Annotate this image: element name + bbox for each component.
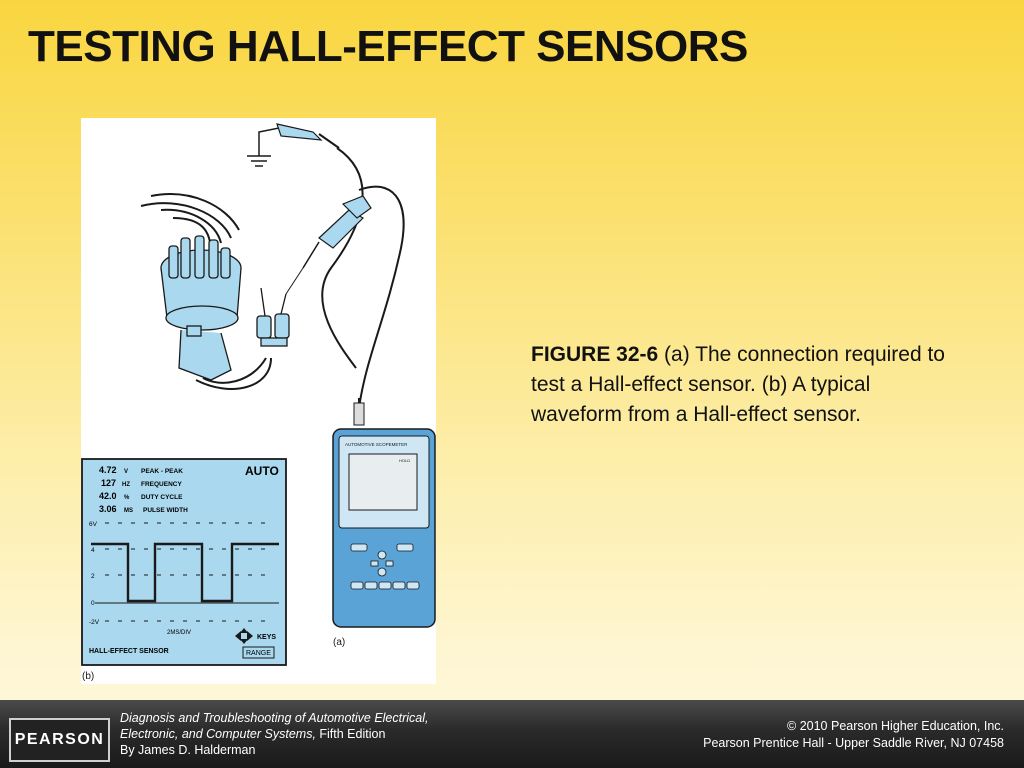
caption-text: (a) The connection required to test a Ha… <box>531 343 945 426</box>
part-b-label: (b) <box>82 671 94 682</box>
copyright-line1: © 2010 Pearson Higher Education, Inc. <box>787 719 1004 733</box>
sensor-name-label: HALL-EFFECT SENSOR <box>89 648 169 655</box>
peak-value: 4.72 <box>99 465 117 475</box>
scopemeter-header: AUTOMOTIVE SCOPEMETER <box>345 442 408 447</box>
figure-caption: FIGURE 32-6 (a) The connection required … <box>531 340 951 430</box>
pulse-value: 3.06 <box>99 504 117 514</box>
duty-unit: % <box>124 495 130 501</box>
square-waveform <box>91 542 279 603</box>
pearson-logo: PEARSON <box>9 718 110 762</box>
scopemeter-device: AUTOMOTIVE SCOPEMETER HOLD <box>332 428 436 628</box>
footer-bar <box>0 700 1024 768</box>
waveform-panel: 4.72 V PEAK - PEAK 127 HZ FREQUENCY 42.0… <box>81 458 287 666</box>
slide-title: TESTING HALL-EFFECT SENSORS <box>28 22 748 71</box>
pulse-unit: MS <box>124 508 133 514</box>
ground-symbol-icon <box>247 140 271 167</box>
y-label-6v: 6V <box>89 521 98 528</box>
y-label-0: 0 <box>91 600 95 607</box>
range-button-label: RANGE <box>246 650 271 657</box>
y-label-2: 2 <box>91 573 95 580</box>
test-probe-icon <box>285 195 372 295</box>
duty-value: 42.0 <box>99 491 117 501</box>
pulse-label: PULSE WIDTH <box>143 507 188 514</box>
part-a-label: (a) <box>333 637 345 648</box>
peak-unit: V <box>124 469 128 475</box>
timebase-label: 2MS/DIV <box>167 630 191 636</box>
arrow-keys-icon <box>235 628 253 644</box>
duty-label: DUTY CYCLE <box>141 494 183 501</box>
figure-diagram: AUTOMOTIVE SCOPEMETER HOLD (a) 4.72 V PE… <box>81 123 436 682</box>
peak-label: PEAK - PEAK <box>141 468 183 475</box>
alligator-clip-icon <box>258 123 340 149</box>
copyright-info: © 2010 Pearson Higher Education, Inc. Pe… <box>703 718 1004 752</box>
figure-32-6: AUTOMOTIVE SCOPEMETER HOLD (a) 4.72 V PE… <box>81 118 436 684</box>
copyright-line2: Pearson Prentice Hall - Upper Saddle Riv… <box>703 736 1004 750</box>
frequency-unit: HZ <box>122 482 130 488</box>
keys-label: KEYS <box>257 634 276 641</box>
book-info: Diagnosis and Troubleshooting of Automot… <box>120 710 429 758</box>
distributor-icon <box>140 193 272 390</box>
scopemeter-screen-tag: HOLD <box>399 458 410 463</box>
y-label-neg2v: -2V <box>89 619 100 626</box>
book-author: By James D. Halderman <box>120 743 256 757</box>
book-title-line2: Electronic, and Computer Systems, <box>120 727 316 741</box>
frequency-label: FREQUENCY <box>141 481 182 488</box>
book-edition: Fifth Edition <box>315 727 386 741</box>
book-title-line1: Diagnosis and Troubleshooting of Automot… <box>120 711 429 725</box>
mode-auto: AUTO <box>245 464 279 478</box>
y-label-4: 4 <box>91 547 95 554</box>
caption-figure-number: FIGURE 32-6 <box>531 343 659 366</box>
frequency-value: 127 <box>101 478 116 488</box>
sensor-connector-icon <box>256 287 290 347</box>
